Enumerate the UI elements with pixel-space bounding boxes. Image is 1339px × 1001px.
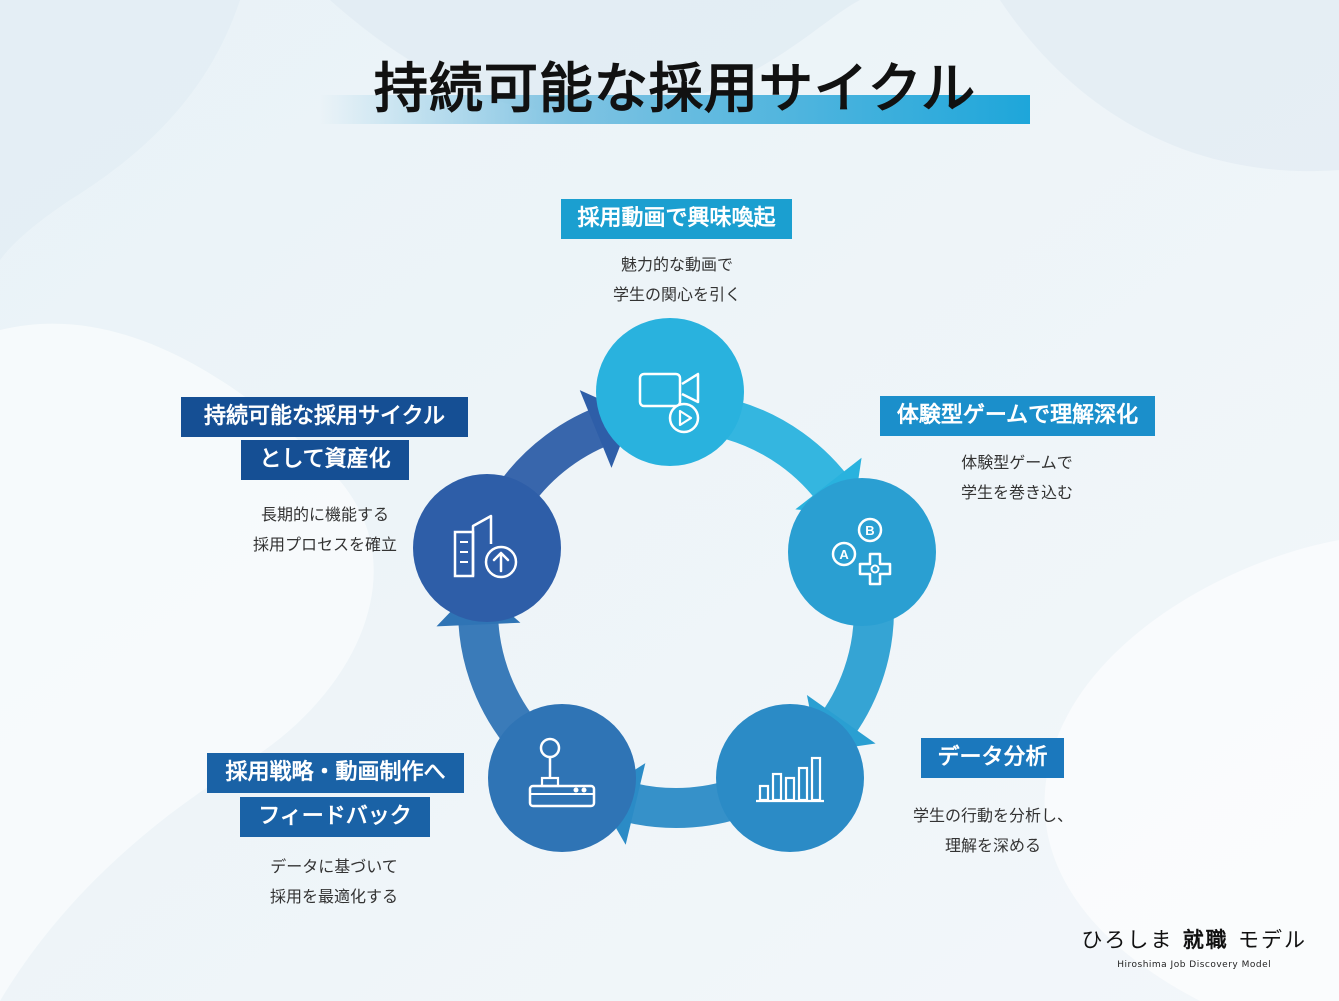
step-2-desc: 体験型ゲームで 学生を巻き込む xyxy=(917,448,1117,508)
step-2-node: AB xyxy=(788,478,936,626)
step-3-desc: 学生の行動を分析し、 理解を深める xyxy=(883,801,1103,861)
svg-text:B: B xyxy=(865,523,874,538)
step-4-desc-line-1: データに基づいて xyxy=(270,857,398,876)
brand-name: ひろしま 就職 モデル xyxy=(1081,924,1307,954)
step-2-label: 体験型ゲームで理解深化 xyxy=(880,396,1155,436)
joystick-icon xyxy=(528,737,596,808)
step-1-desc: 魅力的な動画で 学生の関心を引く xyxy=(577,250,777,310)
step-3-desc-line-2: 理解を深める xyxy=(944,836,1041,855)
page-title: 持続可能な採用サイクル xyxy=(373,57,977,120)
step-5-label-line-2: として資産化 xyxy=(241,440,409,480)
step-4-desc-line-2: 採用を最適化する xyxy=(269,887,398,906)
step-3-desc-line-1: 学生の行動を分析し、 xyxy=(912,806,1073,825)
game-buttons-icon: AB xyxy=(831,517,892,586)
step-1-circle xyxy=(596,318,744,466)
step-2-desc-line-2: 学生を巻き込む xyxy=(960,483,1073,502)
step-1-desc-line-2: 学生の関心を引く xyxy=(612,285,741,304)
title-underline-bar xyxy=(320,95,1030,124)
brand-name-part-2: 就職 xyxy=(1182,928,1229,952)
step-3-node xyxy=(716,704,864,852)
step-5-circle xyxy=(413,474,561,622)
step-5-desc: 長期的に機能する 採用プロセスを確立 xyxy=(225,500,425,560)
step-5-label-line-1: 持続可能な採用サイクル xyxy=(181,397,468,437)
step-5-node xyxy=(413,474,561,622)
step-4-desc: データに基づいて 採用を最適化する xyxy=(234,852,434,912)
step-3-label: データ分析 xyxy=(921,738,1064,778)
step-1-node xyxy=(596,318,744,466)
step-5-desc-line-2: 採用プロセスを確立 xyxy=(252,535,397,554)
bar-chart-icon xyxy=(756,756,824,803)
step-2-desc-line-1: 体験型ゲームで xyxy=(961,453,1073,472)
step-4-label-line-1: 採用戦略・動画制作へ xyxy=(207,753,464,793)
brand-name-part-1: ひろしま xyxy=(1081,928,1174,952)
cycle-steps: AB xyxy=(413,318,936,852)
building-growth-icon xyxy=(453,514,518,579)
brand-tagline: Hiroshima Job Discovery Model xyxy=(1117,960,1272,970)
step-1-desc-line-1: 魅力的な動画で xyxy=(620,255,733,274)
title-block: 持続可能な採用サイクル xyxy=(320,52,1030,132)
step-4-label-line-2: フィードバック xyxy=(240,797,430,837)
step-5-desc-line-1: 長期的に機能する xyxy=(260,505,389,524)
video-camera-icon xyxy=(638,372,700,434)
svg-text:A: A xyxy=(839,547,849,562)
step-1-label: 採用動画で興味喚起 xyxy=(561,199,792,239)
brand-logo: ひろしま 就職 モデル Hiroshima Job Discovery Mode… xyxy=(1081,924,1307,970)
step-4-node xyxy=(488,704,636,852)
step-2-circle xyxy=(788,478,936,626)
step-4-circle xyxy=(488,704,636,852)
brand-name-part-3: モデル xyxy=(1238,928,1307,952)
